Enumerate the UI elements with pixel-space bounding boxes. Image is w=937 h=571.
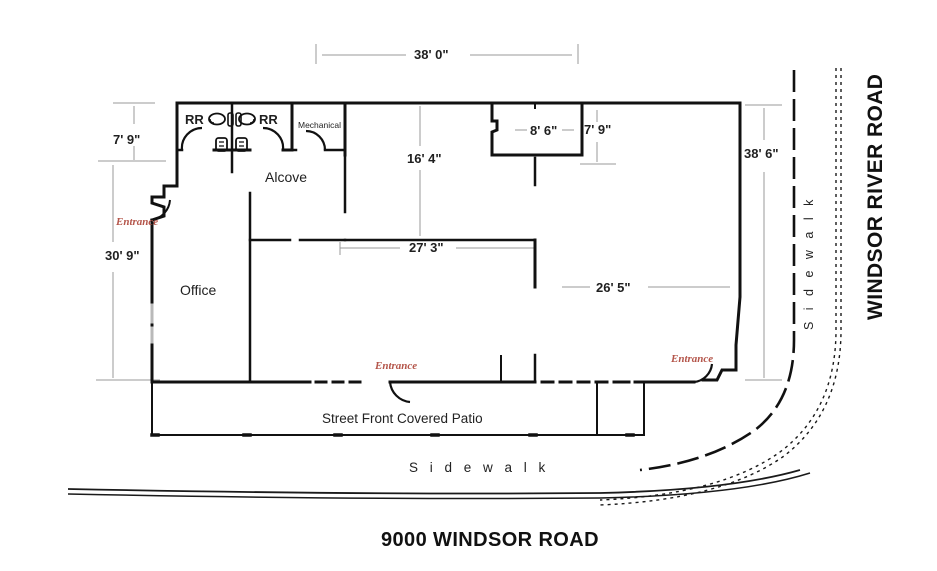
dimension-top-width: 38' 0" xyxy=(414,47,449,62)
curb-line-a xyxy=(599,68,837,501)
wall-se-entrance-jog xyxy=(701,368,738,382)
road-edge-lower xyxy=(67,472,811,500)
building-walls xyxy=(150,101,742,384)
fixture-icon-b xyxy=(235,112,242,127)
fixture-icon-a xyxy=(227,112,234,127)
door-swing-south-entrance xyxy=(388,381,411,404)
road-edge-upper xyxy=(67,469,801,495)
entrance-label-west: Entrance xyxy=(116,216,159,228)
dimension-lines xyxy=(96,44,782,381)
door-swing-mechanical xyxy=(305,129,327,151)
door-swing-se-entrance xyxy=(693,363,714,384)
sidewalk-edge-inner xyxy=(639,70,796,472)
room-label-mechanical: Mechanical xyxy=(298,120,341,130)
wall-west-upper xyxy=(150,101,179,199)
dimension-interior-width: 27' 3" xyxy=(409,240,444,255)
room-label-restroom-right: RR xyxy=(259,112,278,127)
toilet-icon-right xyxy=(235,137,248,152)
covered-patio xyxy=(150,355,645,437)
road-label-windsor-river: WINDSOR RIVER ROAD xyxy=(864,73,887,320)
road-label-windsor-road: 9000 WINDSOR ROAD xyxy=(381,529,599,551)
entrance-label-south: Entrance xyxy=(375,360,418,372)
dimension-rear-width: 26' 5" xyxy=(596,280,631,295)
room-label-office: Office xyxy=(180,282,217,298)
dimension-right-height: 38' 6" xyxy=(744,146,779,161)
right-sidewalk-edges xyxy=(599,68,842,506)
door-swing-west-entrance xyxy=(151,199,171,221)
room-label-restroom-left: RR xyxy=(185,112,204,127)
dimension-closet-depth: 7' 9" xyxy=(584,122,612,137)
toilet-detail-right xyxy=(239,141,244,147)
sink-icon-left xyxy=(208,112,226,126)
entrance-label-southeast: Entrance xyxy=(671,353,714,365)
restroom-fixtures xyxy=(208,112,256,152)
sidewalk-label-right: S i d e w a l k xyxy=(802,195,816,330)
door-swing-rr-right xyxy=(262,126,285,151)
door-swing-rr-left xyxy=(180,126,203,151)
curb-line-b xyxy=(599,68,842,506)
sink-faucet-right xyxy=(249,118,255,124)
wall-east xyxy=(734,101,742,372)
toilet-icon-left xyxy=(215,137,228,152)
patio-label: Street Front Covered Patio xyxy=(322,411,483,426)
bottom-road-edges xyxy=(67,469,811,500)
room-label-alcove: Alcove xyxy=(265,169,308,185)
dimension-left-lower: 30' 9" xyxy=(105,248,140,263)
dimension-closet-width: 8' 6" xyxy=(530,123,558,138)
sidewalk-label-bottom: S i d e w a l k xyxy=(409,460,550,475)
wall-closet-86 xyxy=(490,101,584,157)
toilet-detail-left xyxy=(219,141,224,147)
dimension-interior-depth: 16' 4" xyxy=(407,151,442,166)
dimension-left-upper: 7' 9" xyxy=(113,132,141,147)
sink-icon-right xyxy=(238,112,256,126)
sink-faucet-left xyxy=(209,118,215,124)
door-swings xyxy=(151,126,714,404)
